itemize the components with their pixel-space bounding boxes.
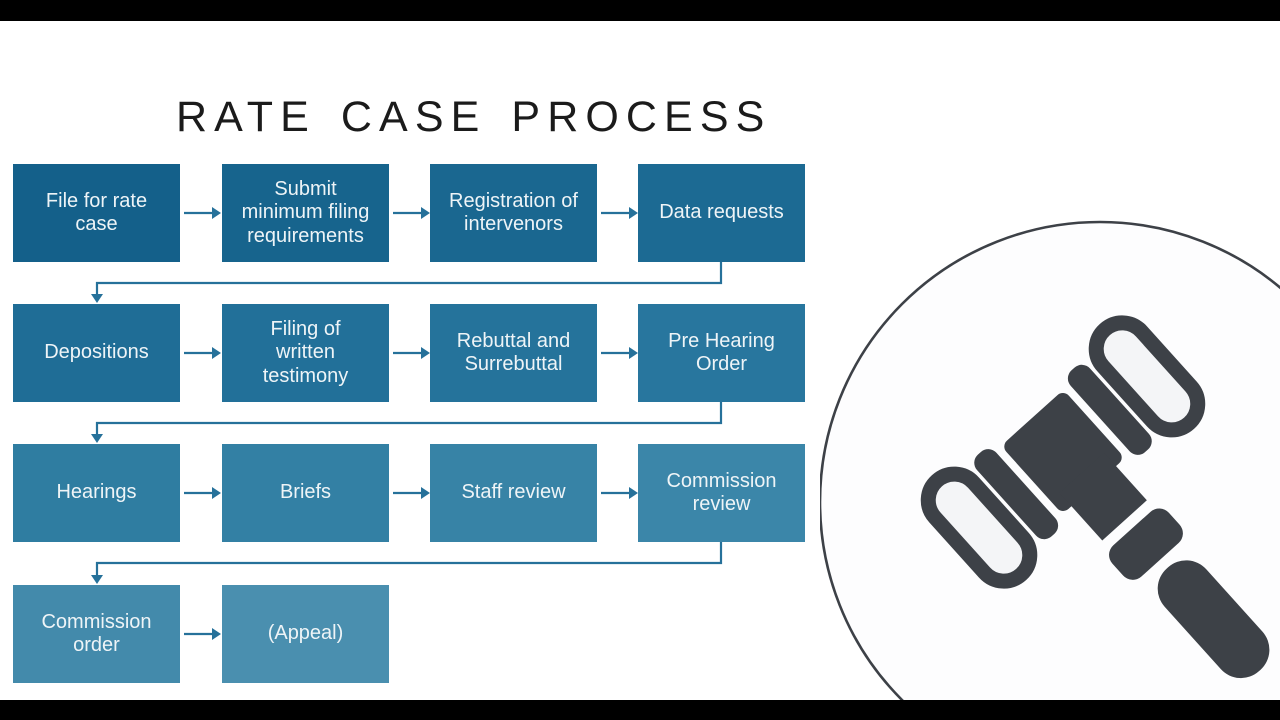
flow-box-label: Briefs	[279, 481, 332, 504]
flow-box-registration-of-intervenors: Registration of intervenors	[430, 164, 597, 262]
flow-box-depositions: Depositions	[13, 304, 180, 402]
flow-box-pre-hearing-order: Pre Hearing Order	[638, 304, 805, 402]
row-return-connector	[91, 262, 723, 584]
flow-box-data-requests: Data requests	[638, 164, 805, 262]
flow-box-label: (Appeal)	[267, 622, 344, 645]
flow-box-label: Registration of intervenors	[449, 189, 578, 235]
flow-box-label: Submit minimum filing requirements	[241, 178, 370, 247]
flow-box-label: Rebuttal and Surrebuttal	[456, 329, 571, 375]
letterbox-top	[0, 0, 1280, 21]
flow-box-hearings: Hearings	[13, 444, 180, 542]
flow-box-label: Commission review	[666, 469, 777, 515]
flow-box-appeal: (Appeal)	[222, 585, 389, 683]
flow-box-label: Data requests	[659, 201, 784, 224]
flow-box-label: Staff review	[461, 481, 566, 504]
flow-box-commission-order: Commission order	[13, 585, 180, 683]
flow-box-filing-of-written-testimony: Filing of written testimony	[222, 304, 389, 402]
arrow-right-icon	[184, 207, 638, 640]
gavel-circle-graphic	[820, 220, 1280, 720]
gavel-icon	[920, 315, 1270, 679]
slide-title: RATE CASE PROCESS	[176, 93, 772, 141]
flow-box-commission-review: Commission review	[638, 444, 805, 542]
letterbox-bottom	[0, 700, 1280, 720]
flow-box-label: Depositions	[44, 341, 149, 364]
flow-box-label: Hearings	[56, 481, 137, 504]
flow-box-label: File for rate case	[45, 189, 148, 235]
flow-box-file-for-rate-case: File for rate case	[13, 164, 180, 262]
flow-box-submit-minimum-filing-requirements: Submit minimum filing requirements	[222, 164, 389, 262]
flow-box-label: Commission order	[41, 610, 152, 656]
flow-box-briefs: Briefs	[222, 444, 389, 542]
flow-box-label: Filing of written testimony	[262, 318, 349, 387]
flow-box-staff-review: Staff review	[430, 444, 597, 542]
flow-box-label: Pre Hearing Order	[668, 329, 775, 375]
flow-box-rebuttal-and-surrebuttal: Rebuttal and Surrebuttal	[430, 304, 597, 402]
